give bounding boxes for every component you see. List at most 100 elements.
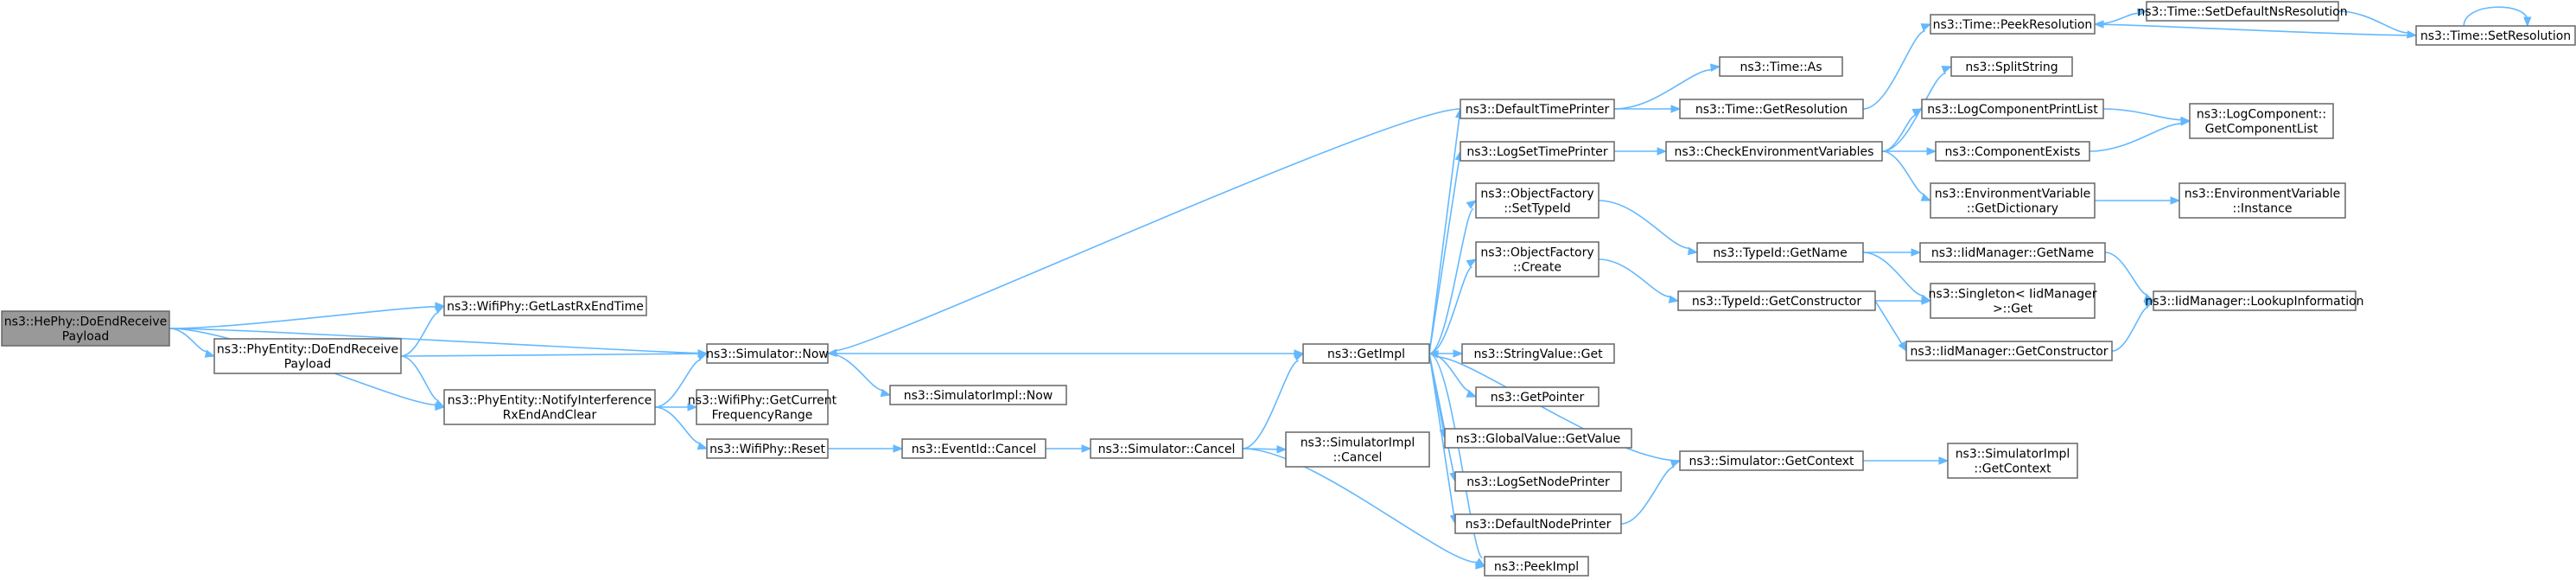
node-label: ns3::CheckEnvironmentVariables <box>1675 145 1874 159</box>
node-wifiphy_getlastrxendtime[interactable]: ns3::WifiPhy::GetLastRxEndTime <box>443 296 647 316</box>
edges-layer <box>169 6 2532 570</box>
node-label: ns3::Time::As <box>1740 61 1822 74</box>
node-box <box>1 310 170 347</box>
node-time_as[interactable]: ns3::Time::As <box>1719 56 1843 77</box>
node-box <box>1484 556 1589 577</box>
node-stringvalue_get[interactable]: ns3::StringValue::Get <box>1461 343 1615 364</box>
call-edge-typeid_getconstructor-to-singleton_get <box>1875 296 1932 305</box>
node-globalvalue_getvalue[interactable]: ns3::GlobalValue::GetValue <box>1444 428 1632 449</box>
call-edge-objectfactory_create-to-typeid_getconstructor <box>1598 258 1680 303</box>
node-logsettimeprinter[interactable]: ns3::LogSetTimePrinter <box>1460 141 1615 162</box>
node-simulatorimpl_cancel[interactable]: ns3::SimulatorImpl::Cancel <box>1285 431 1430 468</box>
node-label: ns3::ObjectFactory <box>1480 246 1593 260</box>
node-time_getresolution[interactable]: ns3::Time::GetResolution <box>1679 99 1864 119</box>
node-label: ns3::SimulatorImpl::Now <box>904 389 1053 403</box>
node-checkenvvars[interactable]: ns3::CheckEnvironmentVariables <box>1665 141 1883 162</box>
node-objectfactory_create[interactable]: ns3::ObjectFactory::Create <box>1475 241 1600 277</box>
node-typeid_getconstructor[interactable]: ns3::TypeId::GetConstructor <box>1677 290 1876 311</box>
node-singleton_get[interactable]: ns3::Singleton< IidManager>::Get <box>1929 283 2097 319</box>
call-edge-componentexists-to-logcomponent_getcomponentlist <box>2089 118 2191 152</box>
node-defaulttimeprinter[interactable]: ns3::DefaultTimePrinter <box>1460 99 1615 119</box>
node-label: ns3::LogComponent:: <box>2197 108 2326 122</box>
node-box <box>1679 99 1864 119</box>
node-getpointer[interactable]: ns3::GetPointer <box>1475 386 1600 407</box>
node-label: ::Instance <box>2233 202 2293 216</box>
node-box <box>1950 56 2073 77</box>
node-label: ns3::IidManager::GetName <box>1931 246 2094 260</box>
node-box <box>1665 141 1883 162</box>
node-simulatorimpl_now[interactable]: ns3::SimulatorImpl::Now <box>889 385 1067 405</box>
call-edge-time_setresolution-to-time_peekresolution <box>2093 20 2417 36</box>
call-edge-defaulttimeprinter-to-time_getresolution <box>1614 105 1682 113</box>
node-wifiphy_reset[interactable]: ns3::WifiPhy::Reset <box>706 438 829 459</box>
node-defaultnodeprinter[interactable]: ns3::DefaultNodePrinter <box>1454 513 1622 534</box>
node-label: ns3::LogComponentPrintList <box>1927 103 2098 117</box>
node-label: ns3::PhyEntity::NotifyInterference <box>448 394 652 408</box>
node-label: ns3::HePhy::DoEndReceive <box>4 315 167 329</box>
node-simulatorimpl_getcontext[interactable]: ns3::SimulatorImpl::GetContext <box>1947 443 2078 479</box>
node-iidmanager_getconstructor[interactable]: ns3::IidManager::GetConstructor <box>1905 341 2113 361</box>
node-label: ns3::WifiPhy::GetLastRxEndTime <box>447 300 644 314</box>
call-edge-objectfactory_settypeid-to-typeid_getname <box>1598 200 1699 256</box>
node-logcomponent_getcomponentlist[interactable]: ns3::LogComponent::GetComponentList <box>2189 103 2334 139</box>
node-box <box>1719 56 1843 77</box>
node-label: Payload <box>284 358 332 372</box>
node-box <box>1947 443 2078 479</box>
node-simulator_getcontext[interactable]: ns3::Simulator::GetContext <box>1679 450 1864 471</box>
call-edge-simulator_getcontext-to-getimpl <box>1428 350 1681 462</box>
node-eventid_cancel[interactable]: ns3::EventId::Cancel <box>901 438 1046 459</box>
node-box <box>443 296 647 316</box>
node-label: ns3::GetImpl <box>1327 347 1405 361</box>
call-edge-iidmanager_getname-to-iidmanager_lookupinformation <box>2104 252 2155 302</box>
call-edge-phyentity_notify-to-simulator_now <box>654 353 709 408</box>
node-box <box>1930 283 2096 319</box>
node-simulator_now[interactable]: ns3::Simulator::Now <box>706 343 829 364</box>
call-edge-typeid_getname-to-iidmanager_getname <box>1863 248 1922 257</box>
node-label: ns3::SimulatorImpl <box>1301 437 1415 450</box>
node-logcomponentprintlist[interactable]: ns3::LogComponentPrintList <box>1921 99 2104 119</box>
node-time_peekresolution[interactable]: ns3::Time::PeekResolution <box>1930 14 2096 35</box>
call-edge-wifiphy_reset-to-eventid_cancel <box>828 444 904 453</box>
call-edge-phyentity_doendreceive-to-phyentity_notify <box>400 355 446 408</box>
node-peekimpl[interactable]: ns3::PeekImpl <box>1484 556 1589 577</box>
node-iidmanager_getname[interactable]: ns3::IidManager::GetName <box>1919 242 2106 263</box>
node-label: ns3::Singleton< IidManager <box>1929 288 2097 302</box>
node-componentexists[interactable]: ns3::ComponentExists <box>1935 141 2090 162</box>
node-box <box>213 338 402 374</box>
node-logsetnodeprinter[interactable]: ns3::LogSetNodePrinter <box>1454 471 1622 492</box>
node-box <box>2415 25 2576 46</box>
node-label: ns3::SimulatorImpl <box>1956 448 2070 462</box>
node-typeid_getname[interactable]: ns3::TypeId::GetName <box>1696 242 1864 263</box>
node-label: ns3::WifiPhy::GetCurrent <box>688 394 837 408</box>
node-box <box>706 343 829 364</box>
node-time_setdefaultnsresolution[interactable]: ns3::Time::SetDefaultNsResolution <box>2137 1 2348 22</box>
node-box <box>1921 99 2104 119</box>
node-label: ns3::Time::SetDefaultNsResolution <box>2137 5 2347 19</box>
node-iidmanager_lookupinformation[interactable]: ns3::IidManager::LookupInformation <box>2145 290 2364 311</box>
node-label: ns3::PeekImpl <box>1494 560 1579 574</box>
node-label: ns3::Time::SetResolution <box>2420 29 2571 43</box>
node-label: ns3::ObjectFactory <box>1480 188 1593 201</box>
node-box <box>1460 141 1615 162</box>
node-box <box>1454 513 1622 534</box>
node-label: ns3::LogSetNodePrinter <box>1466 475 1610 489</box>
call-edge-defaulttimeprinter-to-time_as <box>1613 63 1721 110</box>
node-objectfactory_settypeid[interactable]: ns3::ObjectFactory::SetTypeId <box>1475 182 1600 219</box>
node-time_setresolution[interactable]: ns3::Time::SetResolution <box>2415 25 2576 46</box>
node-box <box>1930 14 2096 35</box>
node-getimpl[interactable]: ns3::GetImpl <box>1302 343 1430 364</box>
node-simulator_cancel[interactable]: ns3::Simulator::Cancel <box>1090 438 1243 459</box>
node-envvar_instance[interactable]: ns3::EnvironmentVariable::Instance <box>2178 182 2346 219</box>
call-edge-simulator_now-to-getimpl <box>828 349 1305 358</box>
node-splitstring[interactable]: ns3::SplitString <box>1950 56 2073 77</box>
node-envvar_getdictionary[interactable]: ns3::EnvironmentVariable::GetDictionary <box>1930 182 2096 219</box>
node-box <box>1475 182 1600 219</box>
node-box <box>1905 341 2113 361</box>
node-phyentity_notify[interactable]: ns3::PhyEntity::NotifyInterferenceRxEndA… <box>443 389 656 425</box>
call-edge-logcomponentprintlist-to-logcomponent_getcomponentlist <box>2102 108 2191 125</box>
